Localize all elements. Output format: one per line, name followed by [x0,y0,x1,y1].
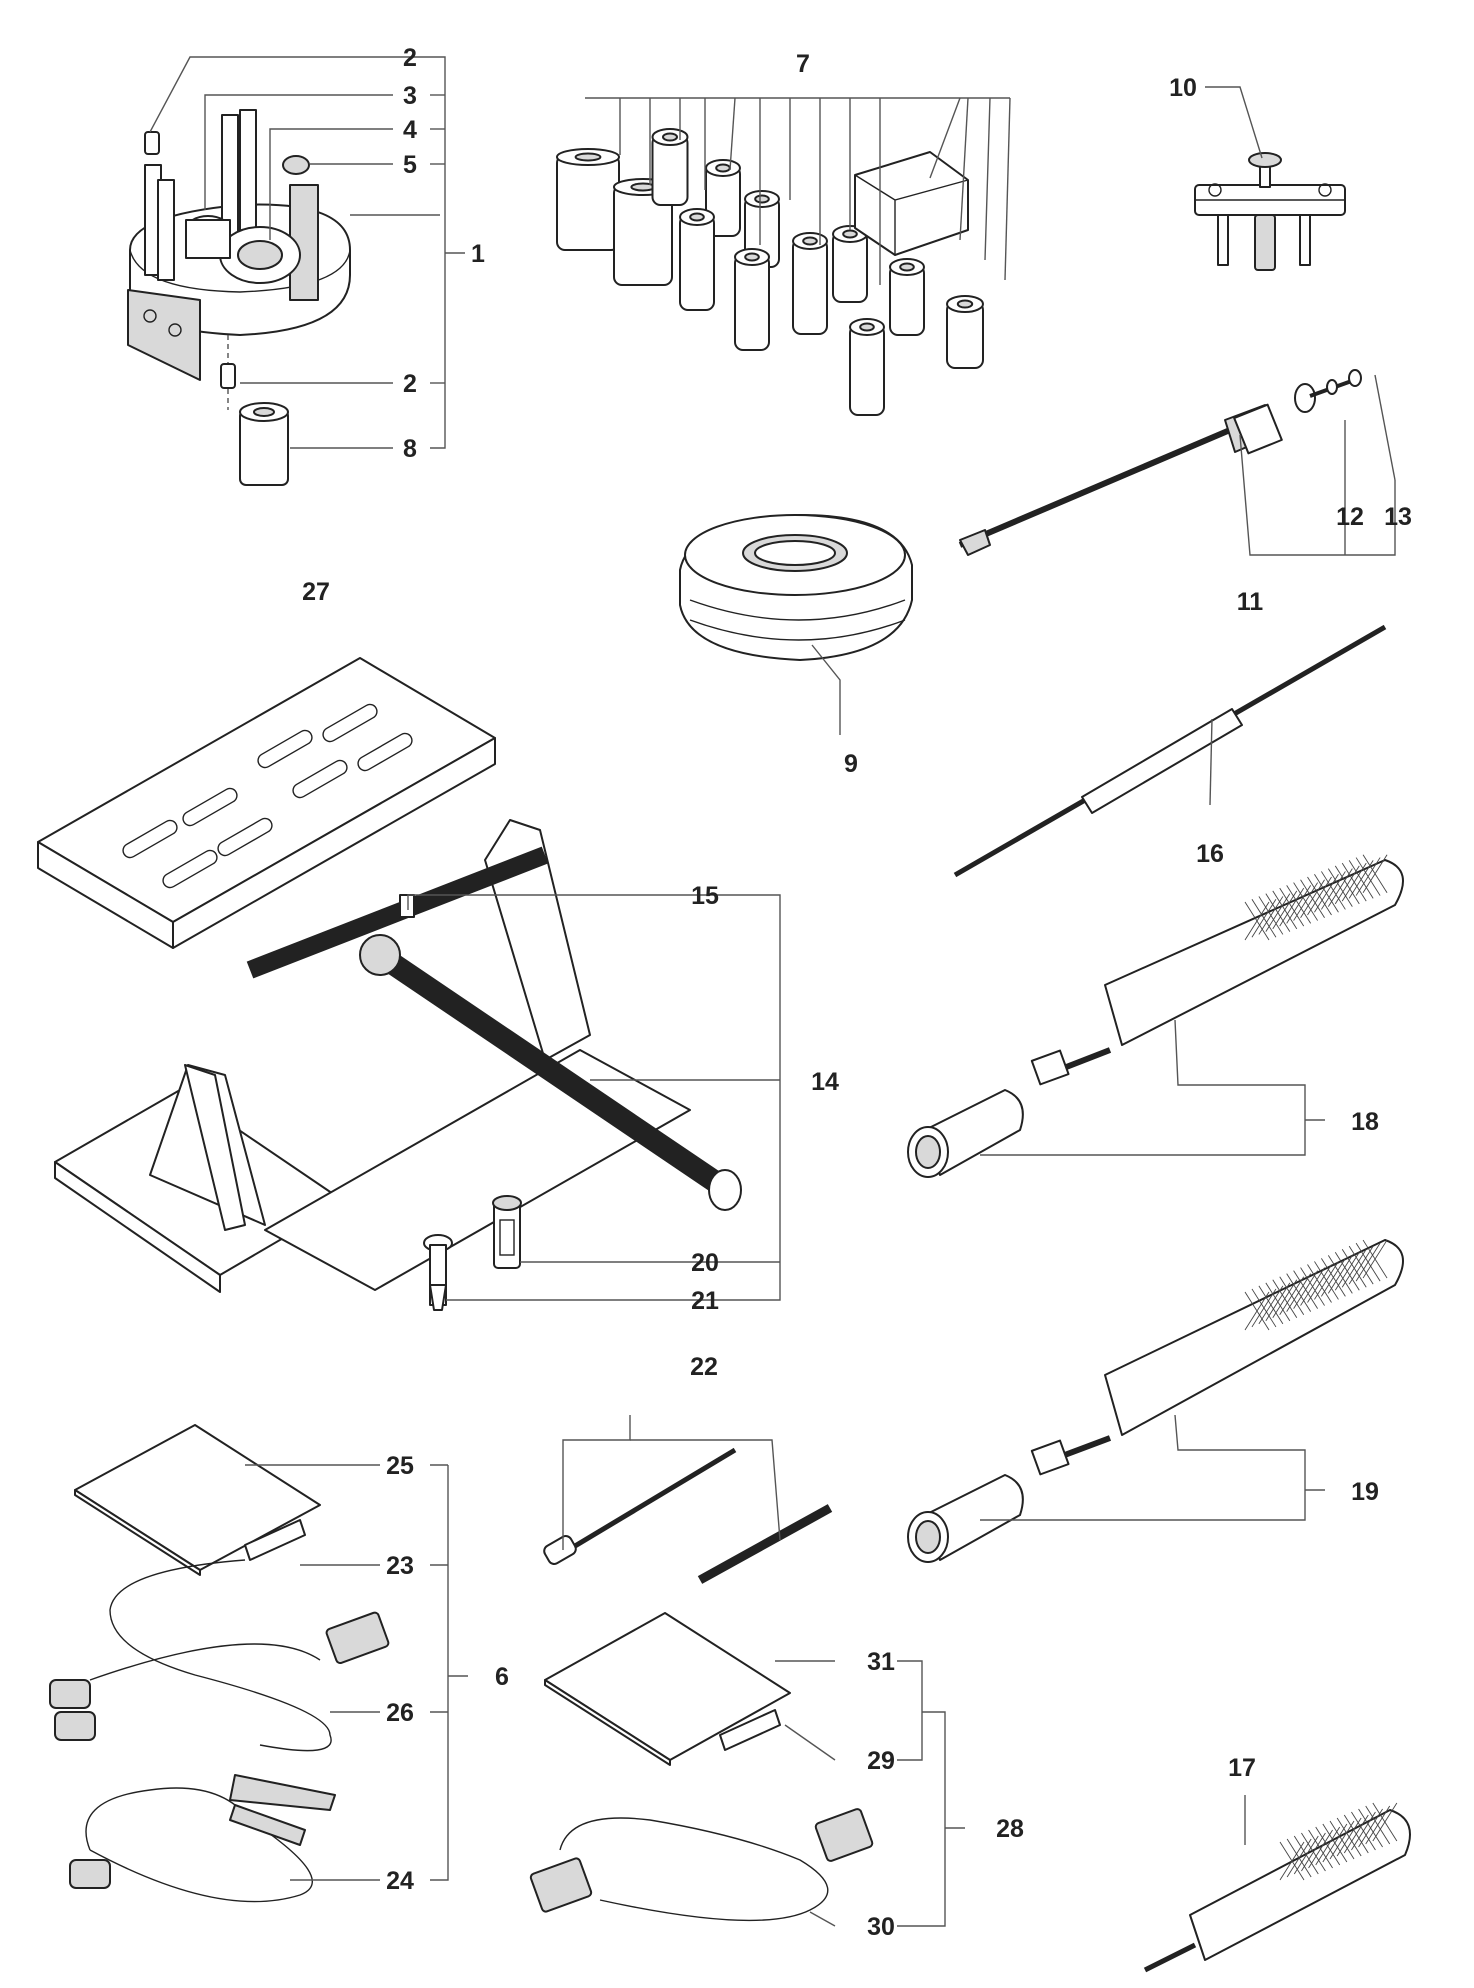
part-label-27: 27 [302,578,330,606]
part-label-20: 20 [691,1249,719,1277]
part-label-6: 6 [495,1663,509,1691]
puller-10 [1194,152,1346,271]
installer-18 [907,854,1404,1178]
part-label-16: 16 [1196,840,1224,868]
rod-16 [953,624,1387,878]
installer-19 [907,1239,1404,1563]
part-label-18: 18 [1351,1108,1379,1136]
slide-hammer-11 [958,369,1362,556]
part-label-5: 5 [403,151,417,179]
part-label-23: 23 [386,1552,414,1580]
part-label-8: 8 [403,435,417,463]
housing-9 [679,514,913,661]
part-label-12: 12 [1336,503,1364,531]
leader-lines [149,56,1396,1927]
part-label-21: 21 [691,1287,719,1315]
part-label-9: 9 [844,750,858,778]
part-label-17: 17 [1228,1754,1256,1782]
part-label-31: 31 [867,1648,895,1676]
pins-20-21 [423,1195,522,1311]
part-label-7: 7 [796,50,810,78]
part-label-15: 15 [691,882,719,910]
tool-17 [1143,1802,1411,1973]
part-label-4: 4 [403,116,417,144]
part-label-3: 3 [403,82,417,110]
fixture-assembly-1 [127,109,351,486]
part-label-19: 19 [1351,1478,1379,1506]
part-label-30: 30 [867,1913,895,1941]
part-label-2: 2 [403,44,417,72]
part-label-29: 29 [867,1747,895,1775]
spacer-set-7 [556,128,984,416]
rods-22 [543,1447,833,1584]
part-label-14: 14 [811,1068,839,1096]
diagnostic-kit-6 [49,1424,390,1903]
plate-27 [37,657,496,949]
part-label-11: 11 [1237,588,1264,616]
part-label-26: 26 [386,1699,414,1727]
diagnostic-kit-28 [529,1612,874,1922]
part-label-24: 24 [386,1867,414,1895]
part-label-25: 25 [386,1452,414,1480]
part-label-28: 28 [996,1815,1024,1843]
part-label-13: 13 [1384,503,1412,531]
part-label-22: 22 [690,1353,718,1381]
part-label-10: 10 [1169,74,1197,102]
part-label-2: 2 [403,370,417,398]
stand-14 [54,819,742,1293]
part-label-1: 1 [471,240,485,268]
